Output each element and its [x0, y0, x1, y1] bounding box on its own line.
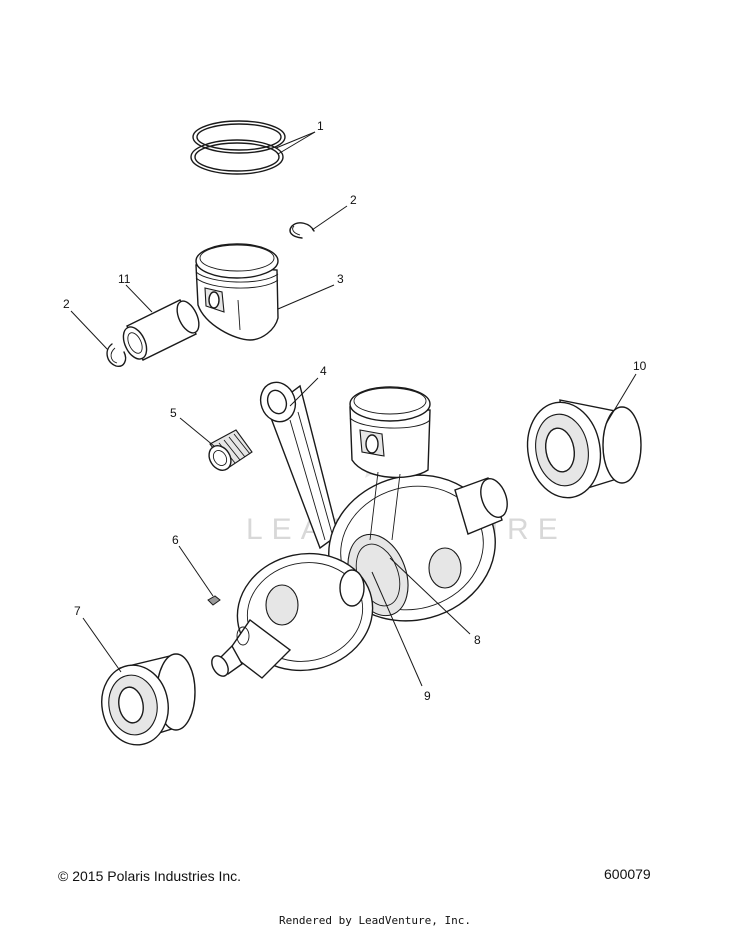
callout-1: 1: [317, 119, 324, 133]
callout-5: 5: [170, 406, 177, 420]
woodruff-key: [207, 595, 221, 606]
needle-bearing: [208, 429, 253, 471]
callout-9: 9: [424, 689, 431, 703]
callout-2b: 2: [63, 297, 70, 311]
callout-4: 4: [320, 364, 327, 378]
leader-lines: [70, 131, 637, 687]
callout-3: 3: [337, 272, 344, 286]
wrist-pin: [122, 299, 200, 361]
callouts: 1 2 2 3 4 5 6 7 8 9 10 11: [63, 119, 647, 703]
diagram-id: 600079: [604, 866, 651, 882]
main-bearing-left: [101, 653, 196, 746]
copyright-text: © 2015 Polaris Industries Inc.: [58, 868, 242, 884]
callout-6: 6: [172, 533, 179, 547]
rendered-by-credit: Rendered by LeadVenture, Inc.: [278, 914, 472, 927]
callout-2a: 2: [350, 193, 357, 207]
circlip-right: [289, 222, 315, 239]
callout-10: 10: [633, 359, 647, 373]
circlip-left: [106, 343, 127, 367]
callout-11: 11: [118, 272, 131, 286]
callout-8: 8: [474, 633, 481, 647]
main-bearing-right: [526, 399, 642, 499]
piston-rings: [190, 120, 286, 175]
piston: [195, 243, 279, 341]
callout-7: 7: [74, 604, 81, 618]
crankshaft-assembly: [211, 386, 508, 679]
